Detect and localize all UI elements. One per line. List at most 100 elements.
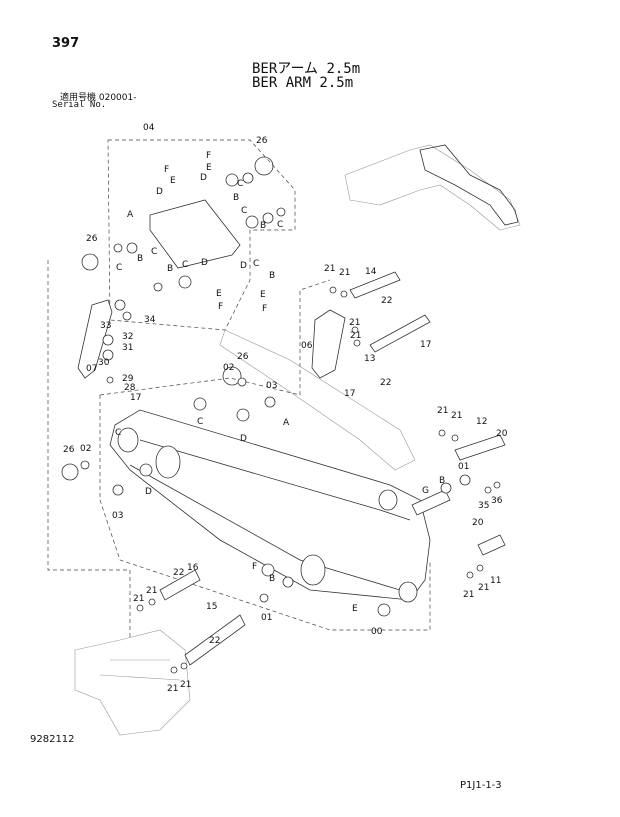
callout: B	[233, 193, 239, 203]
title-japanese: BERアーム 2.5m	[252, 61, 361, 77]
callout: 21	[437, 406, 448, 416]
callout: B	[269, 574, 275, 584]
callout: 21	[146, 586, 157, 596]
callout: 26	[256, 136, 268, 146]
callout: 00	[371, 627, 383, 637]
callout: 20	[496, 429, 508, 439]
callout: C	[241, 206, 247, 216]
callout: 11	[490, 576, 501, 586]
callout: 06	[301, 341, 313, 351]
callout: 33	[100, 321, 111, 331]
callout: 21	[463, 590, 474, 600]
callout: B	[260, 221, 266, 231]
link-06	[311, 309, 346, 379]
callout: 22	[173, 568, 184, 578]
callout: 21	[349, 318, 360, 328]
callout: D	[201, 258, 208, 268]
callout: 21	[350, 331, 361, 341]
callout: 02	[223, 363, 234, 373]
callout: 02	[80, 444, 91, 454]
callout: 21	[180, 680, 191, 690]
callout: F	[206, 151, 211, 161]
serial-label-japanese: 適用号機 020001-	[60, 93, 137, 103]
callout: 03	[112, 511, 123, 521]
callout: 30	[98, 358, 110, 368]
callout: 17	[130, 393, 141, 403]
callout: E	[170, 176, 176, 186]
callout: 22	[380, 378, 391, 388]
arm-body	[109, 409, 431, 603]
callout: 01	[458, 462, 469, 472]
callout: F	[262, 304, 267, 314]
callout: C	[182, 260, 188, 270]
callout: 26	[63, 445, 75, 455]
cylinder-ghost	[219, 329, 416, 471]
callout: B	[439, 476, 445, 486]
callout: D	[200, 173, 207, 183]
link-07	[77, 299, 113, 379]
callout: 29	[122, 374, 134, 384]
callout: A	[127, 210, 134, 220]
callout: 04	[143, 123, 155, 133]
callout: 22	[381, 296, 392, 306]
callout: 17	[344, 389, 355, 399]
machine-ghost-top	[344, 144, 521, 231]
callout: 36	[491, 496, 503, 506]
drawing-number: 9282112	[30, 734, 75, 745]
callout: C	[197, 417, 203, 427]
pins	[159, 271, 506, 666]
reference-code: P1J1-1-3	[460, 780, 502, 791]
callout: 03	[266, 381, 277, 391]
callout: 21	[324, 264, 335, 274]
callout: 17	[420, 340, 431, 350]
callout: 34	[144, 315, 156, 325]
callout: B	[269, 271, 275, 281]
callout: 22	[209, 636, 220, 646]
callout: F	[164, 165, 169, 175]
callout: 15	[206, 602, 217, 612]
callout: 16	[187, 563, 199, 573]
callout: D	[145, 487, 152, 497]
callout: C	[151, 247, 157, 257]
callout: 21	[167, 684, 178, 694]
callout: 21	[478, 583, 489, 593]
callout: 21	[451, 411, 462, 421]
callout: C	[115, 428, 121, 438]
callout: 31	[122, 343, 133, 353]
callout: B	[167, 264, 173, 274]
kit-04-block	[149, 199, 241, 269]
callout: F	[252, 562, 257, 572]
callout: 26	[86, 234, 98, 244]
serial-label-english: Serial No.	[52, 100, 107, 110]
callout: 21	[133, 594, 144, 604]
callout: B	[137, 254, 143, 264]
title-english: BER ARM 2.5m	[252, 75, 354, 91]
callout: G	[422, 486, 429, 496]
callout: 35	[478, 501, 489, 511]
callout-labels: 04 26 F E D F E D A C B C B C 26 C B C B…	[63, 123, 508, 694]
callout: 28	[124, 383, 136, 393]
callout: C	[237, 179, 243, 189]
arm-assembly-outline	[99, 330, 431, 631]
callout: E	[206, 163, 212, 173]
callout: D	[240, 261, 247, 271]
machine-ghost-bottom	[74, 629, 191, 736]
callout: 26	[237, 352, 249, 362]
callout: E	[216, 289, 222, 299]
callout: 20	[472, 518, 484, 528]
bushings	[61, 156, 501, 674]
callout: D	[156, 187, 163, 197]
callout: 12	[476, 417, 487, 427]
callout: C	[277, 220, 283, 230]
callout: 13	[364, 354, 375, 364]
callout: A	[283, 418, 290, 428]
callout: D	[240, 434, 247, 444]
callout: 01	[261, 613, 272, 623]
callout: 21	[339, 268, 350, 278]
callout: C	[116, 263, 122, 273]
callout: F	[218, 302, 223, 312]
callout: 32	[122, 332, 133, 342]
callout: E	[260, 290, 266, 300]
callout: E	[352, 604, 358, 614]
